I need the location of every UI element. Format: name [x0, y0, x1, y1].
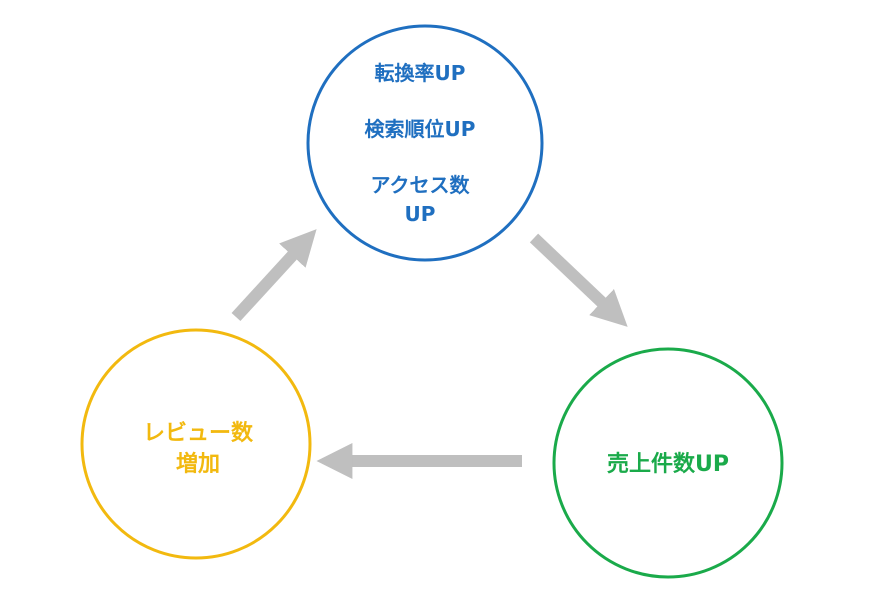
node-top-line-4: UP [405, 202, 436, 226]
arrow-top-to-right [529, 233, 628, 327]
node-top-line-1: 転換率UP [375, 61, 466, 85]
node-right: 売上件数UP [552, 347, 784, 579]
node-top-circle [306, 24, 544, 262]
node-top-line-3: アクセス数 [371, 173, 471, 197]
node-right-circle [552, 347, 784, 579]
node-left: レビュー数 増加 [80, 328, 312, 560]
node-top-line-2: 検索順位UP [365, 117, 476, 141]
node-right-line-1: 売上件数UP [607, 451, 729, 477]
node-top: 転換率UP 検索順位UP アクセス数 UP [306, 24, 544, 262]
arrow-left-to-top [231, 229, 317, 322]
node-left-line-2: 増加 [176, 451, 220, 477]
node-left-line-1: レビュー数 [143, 420, 254, 446]
node-left-circle [80, 328, 312, 560]
